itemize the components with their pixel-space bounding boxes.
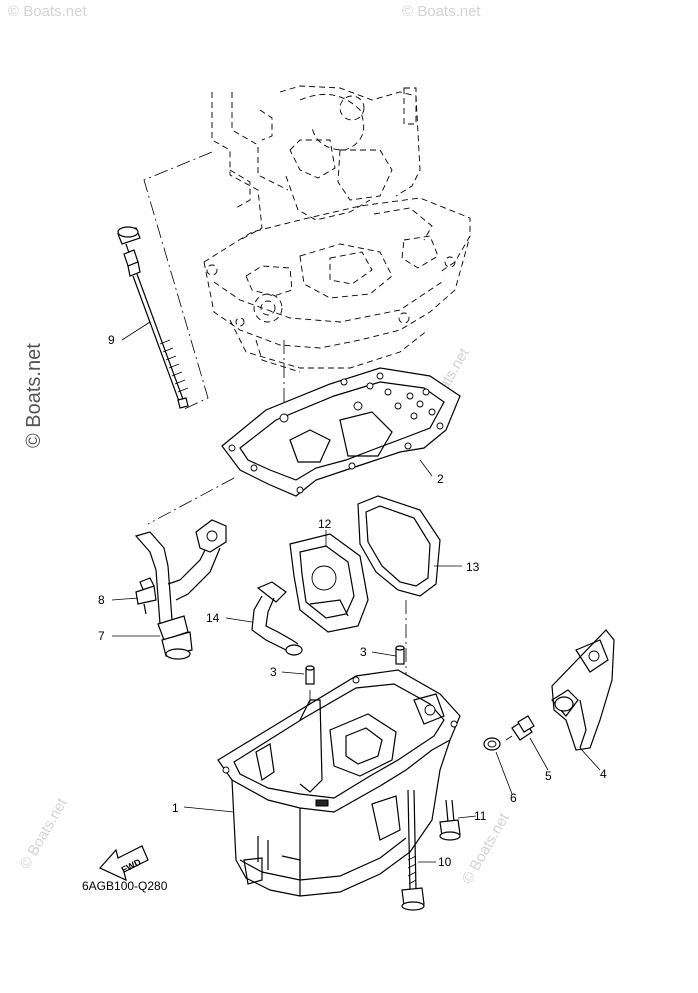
callout-5: 5 xyxy=(545,769,552,783)
strainer-gasket xyxy=(357,495,441,597)
watermark-bottom-left: © Boats.net xyxy=(17,795,71,872)
drain-plug xyxy=(505,715,535,741)
dowel-pin-left xyxy=(305,665,315,685)
callout-4: 4 xyxy=(600,767,607,781)
oil-pan-gasket xyxy=(221,367,461,497)
callout-14: 14 xyxy=(206,611,220,625)
callout-8: 8 xyxy=(98,593,105,607)
callout-2: 2 xyxy=(437,472,444,486)
callout-3-right: 3 xyxy=(360,645,367,659)
short-bolt xyxy=(439,799,461,841)
callout-9: 9 xyxy=(108,333,115,347)
drain-cover xyxy=(551,629,615,751)
callout-1: 1 xyxy=(172,801,179,815)
oil-dipstick xyxy=(117,226,189,409)
callout-11: 11 xyxy=(474,809,487,823)
drain-washer xyxy=(483,737,501,751)
leader-lines xyxy=(111,321,601,863)
fwd-arrow-icon: FWD xyxy=(99,845,149,882)
dowel-pin-right xyxy=(395,645,405,665)
callout-7: 7 xyxy=(98,629,105,643)
callout-3-left: 3 xyxy=(270,665,277,679)
watermark-top-left: © Boats.net xyxy=(8,3,87,20)
strainer-bolt xyxy=(135,577,157,615)
baffle-plate xyxy=(289,533,369,633)
callout-13: 13 xyxy=(466,560,480,574)
callout-10: 10 xyxy=(438,855,452,869)
oil-pan xyxy=(217,669,461,897)
diagram-code: 6AGB100-Q280 xyxy=(82,879,168,893)
oil-hose xyxy=(251,581,303,656)
long-bolt xyxy=(401,789,425,911)
oil-strainer xyxy=(134,519,227,660)
callout-6: 6 xyxy=(510,791,517,805)
engine-block-outline xyxy=(203,85,471,373)
callout-12: 12 xyxy=(318,517,332,531)
watermark-main: © Boats.net xyxy=(23,343,45,448)
watermark-top-right: © Boats.net xyxy=(402,3,481,20)
